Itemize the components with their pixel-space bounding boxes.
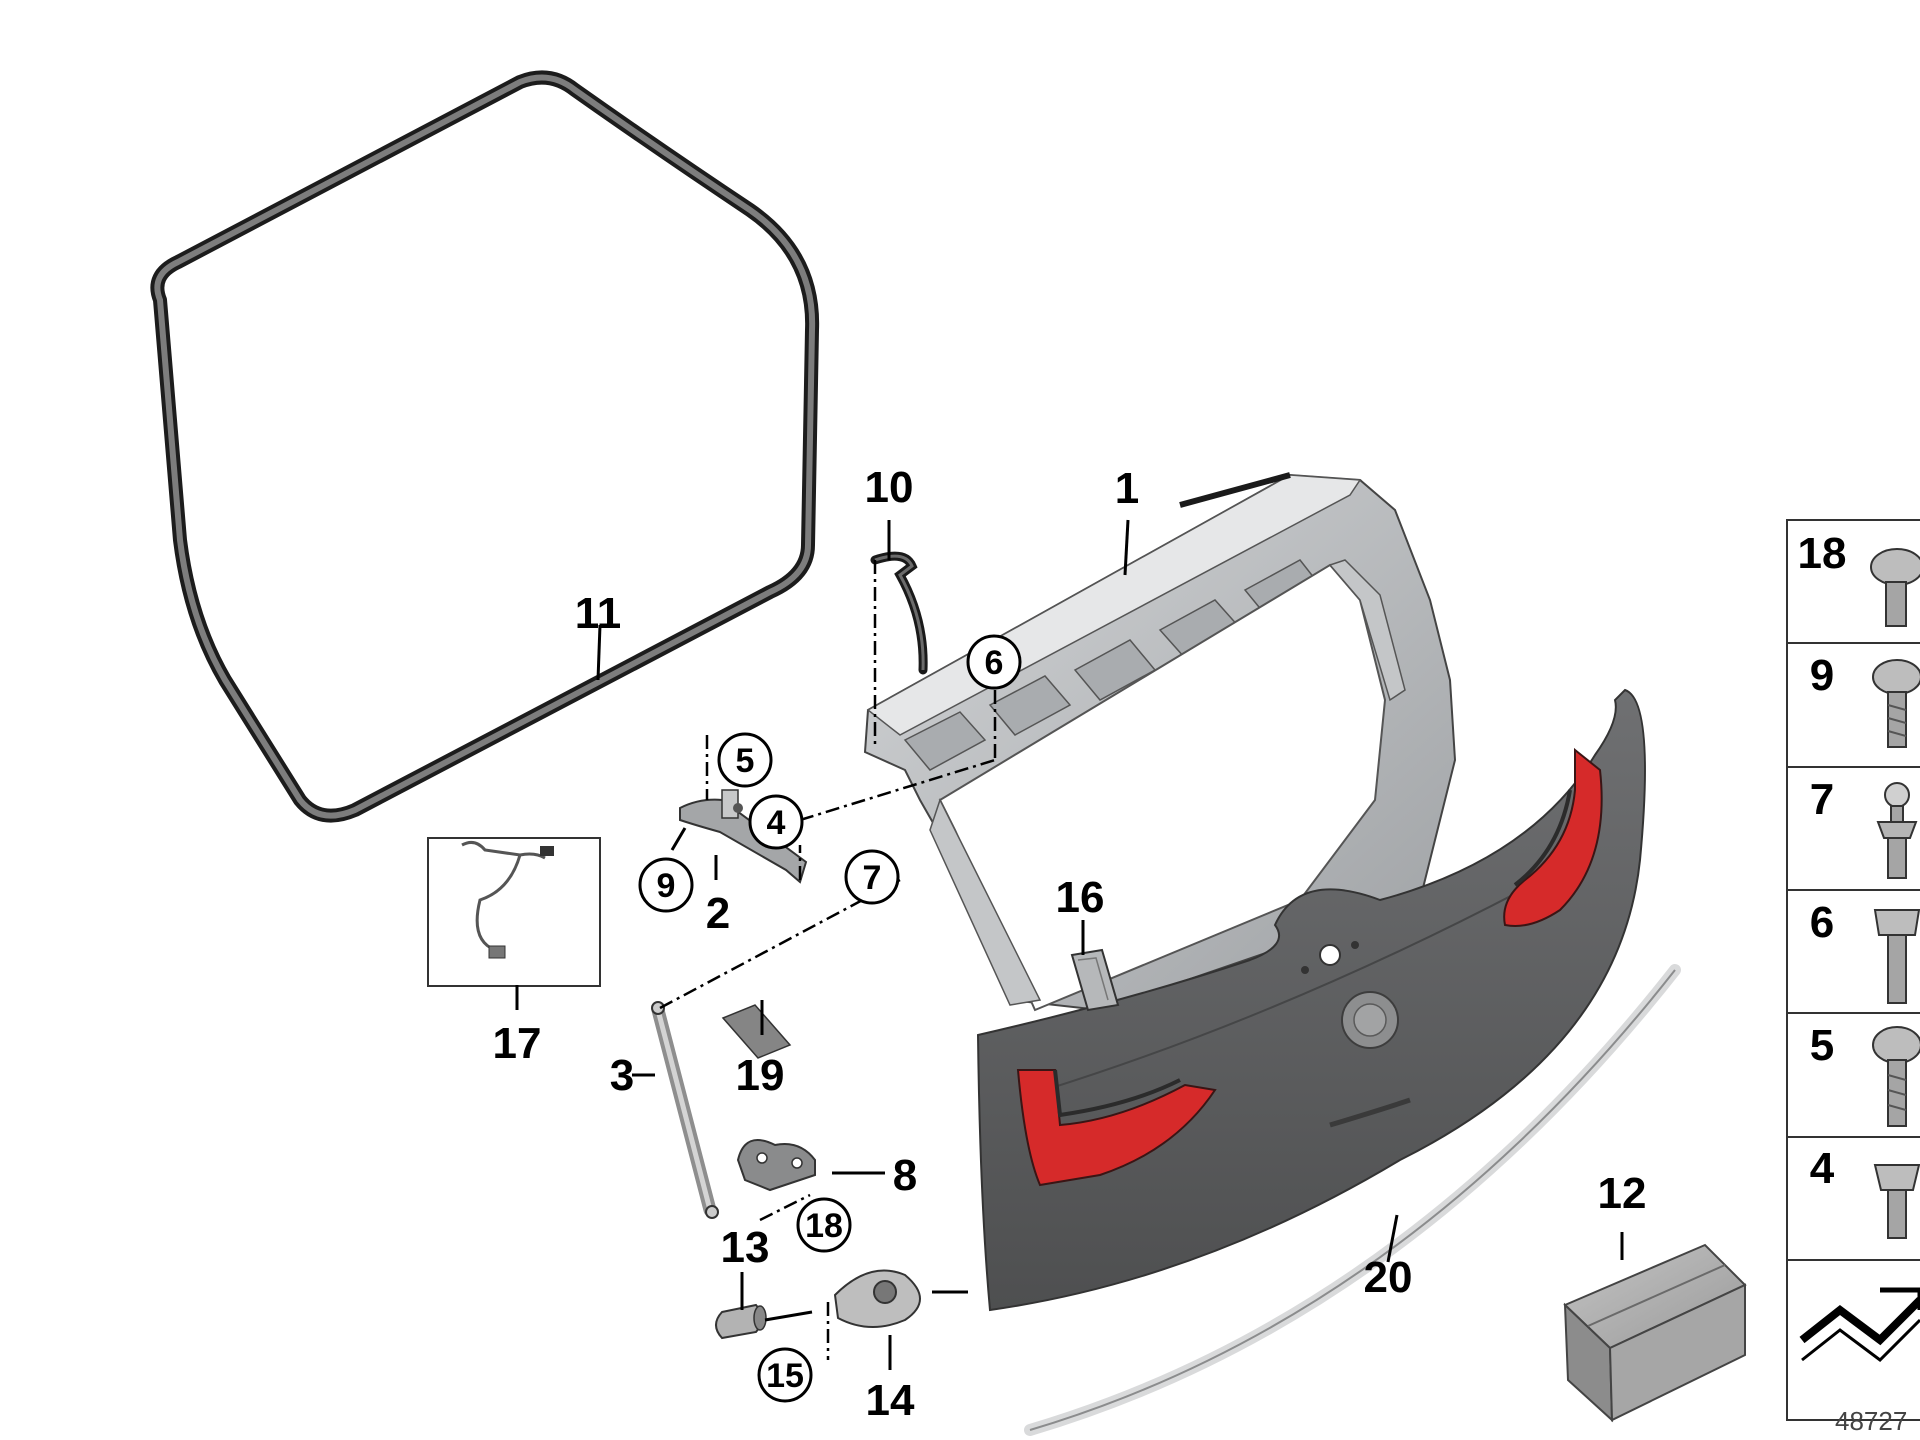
callout-13: 13 [721, 1223, 770, 1272]
callout-8: 8 [893, 1151, 917, 1200]
callout-circle-6 [966, 634, 1022, 690]
right-tail-lamp [1503, 747, 1603, 927]
legend-label-6: 6 [1810, 898, 1834, 947]
left-tail-lamp [1016, 1069, 1217, 1187]
legend-label-18: 18 [1798, 529, 1847, 578]
washer-hose [870, 551, 928, 675]
sticker-part [721, 1004, 792, 1059]
bracket-part [736, 1139, 816, 1192]
legend-label-7: 7 [1810, 775, 1834, 824]
callout-5: 5 [736, 742, 755, 780]
callout-7: 7 [863, 859, 882, 897]
lower-trim-strip [1024, 964, 1681, 1436]
pad-part [1070, 948, 1120, 1012]
callout-circle-15 [757, 1347, 813, 1403]
callout-circle-18 [796, 1197, 852, 1253]
tool-symbol-icon [1799, 1287, 1920, 1362]
hinge-part [679, 789, 808, 884]
callout-20: 20 [1364, 1253, 1413, 1302]
buffer-part [715, 1303, 767, 1340]
callout-1: 1 [1115, 464, 1139, 513]
callout-10: 10 [865, 463, 914, 512]
callout-2: 2 [706, 889, 730, 938]
callout-17: 17 [493, 1019, 542, 1068]
screw-18-icon [1870, 548, 1920, 627]
gas-strut [651, 1001, 719, 1219]
diagram-id: 48727 [1835, 1406, 1907, 1436]
plain-callouts: 1 2 3 8 10 11 12 13 14 16 17 19 20 [493, 463, 1647, 1425]
bolt-6-icon [1873, 909, 1920, 1004]
legend-label-9: 9 [1810, 651, 1834, 700]
callout-circle-4 [748, 794, 804, 850]
callout-circle-9 [638, 857, 694, 913]
callout-14: 14 [866, 1376, 915, 1425]
callout-11: 11 [575, 589, 622, 638]
screw-9-icon [1872, 659, 1920, 748]
callout-15: 15 [766, 1357, 804, 1395]
callout-19: 19 [736, 1051, 785, 1100]
weatherstrip-seal [150, 70, 820, 823]
screw-4-icon [1873, 1164, 1920, 1239]
callout-circle-7 [844, 849, 900, 905]
fastener-legend: 18 9 7 6 5 4 [1786, 519, 1920, 1421]
circled-callouts: 6 5 4 9 7 18 15 [638, 634, 1022, 1403]
cable-part-box [427, 837, 601, 987]
callout-6: 6 [985, 644, 1004, 682]
striker-part [833, 1269, 921, 1329]
callout-18: 18 [805, 1207, 843, 1245]
stud-7-icon [1876, 782, 1918, 879]
legend-label-4: 4 [1810, 1144, 1835, 1193]
callout-3: 3 [610, 1051, 634, 1100]
callout-16: 16 [1056, 873, 1105, 922]
legend-label-5: 5 [1810, 1021, 1834, 1070]
callout-12: 12 [1598, 1169, 1647, 1218]
callout-9: 9 [657, 867, 676, 905]
callout-4: 4 [767, 804, 786, 842]
callout-circle-5 [717, 732, 773, 788]
screw-5-icon [1872, 1026, 1920, 1127]
box-part [1563, 1243, 1747, 1423]
